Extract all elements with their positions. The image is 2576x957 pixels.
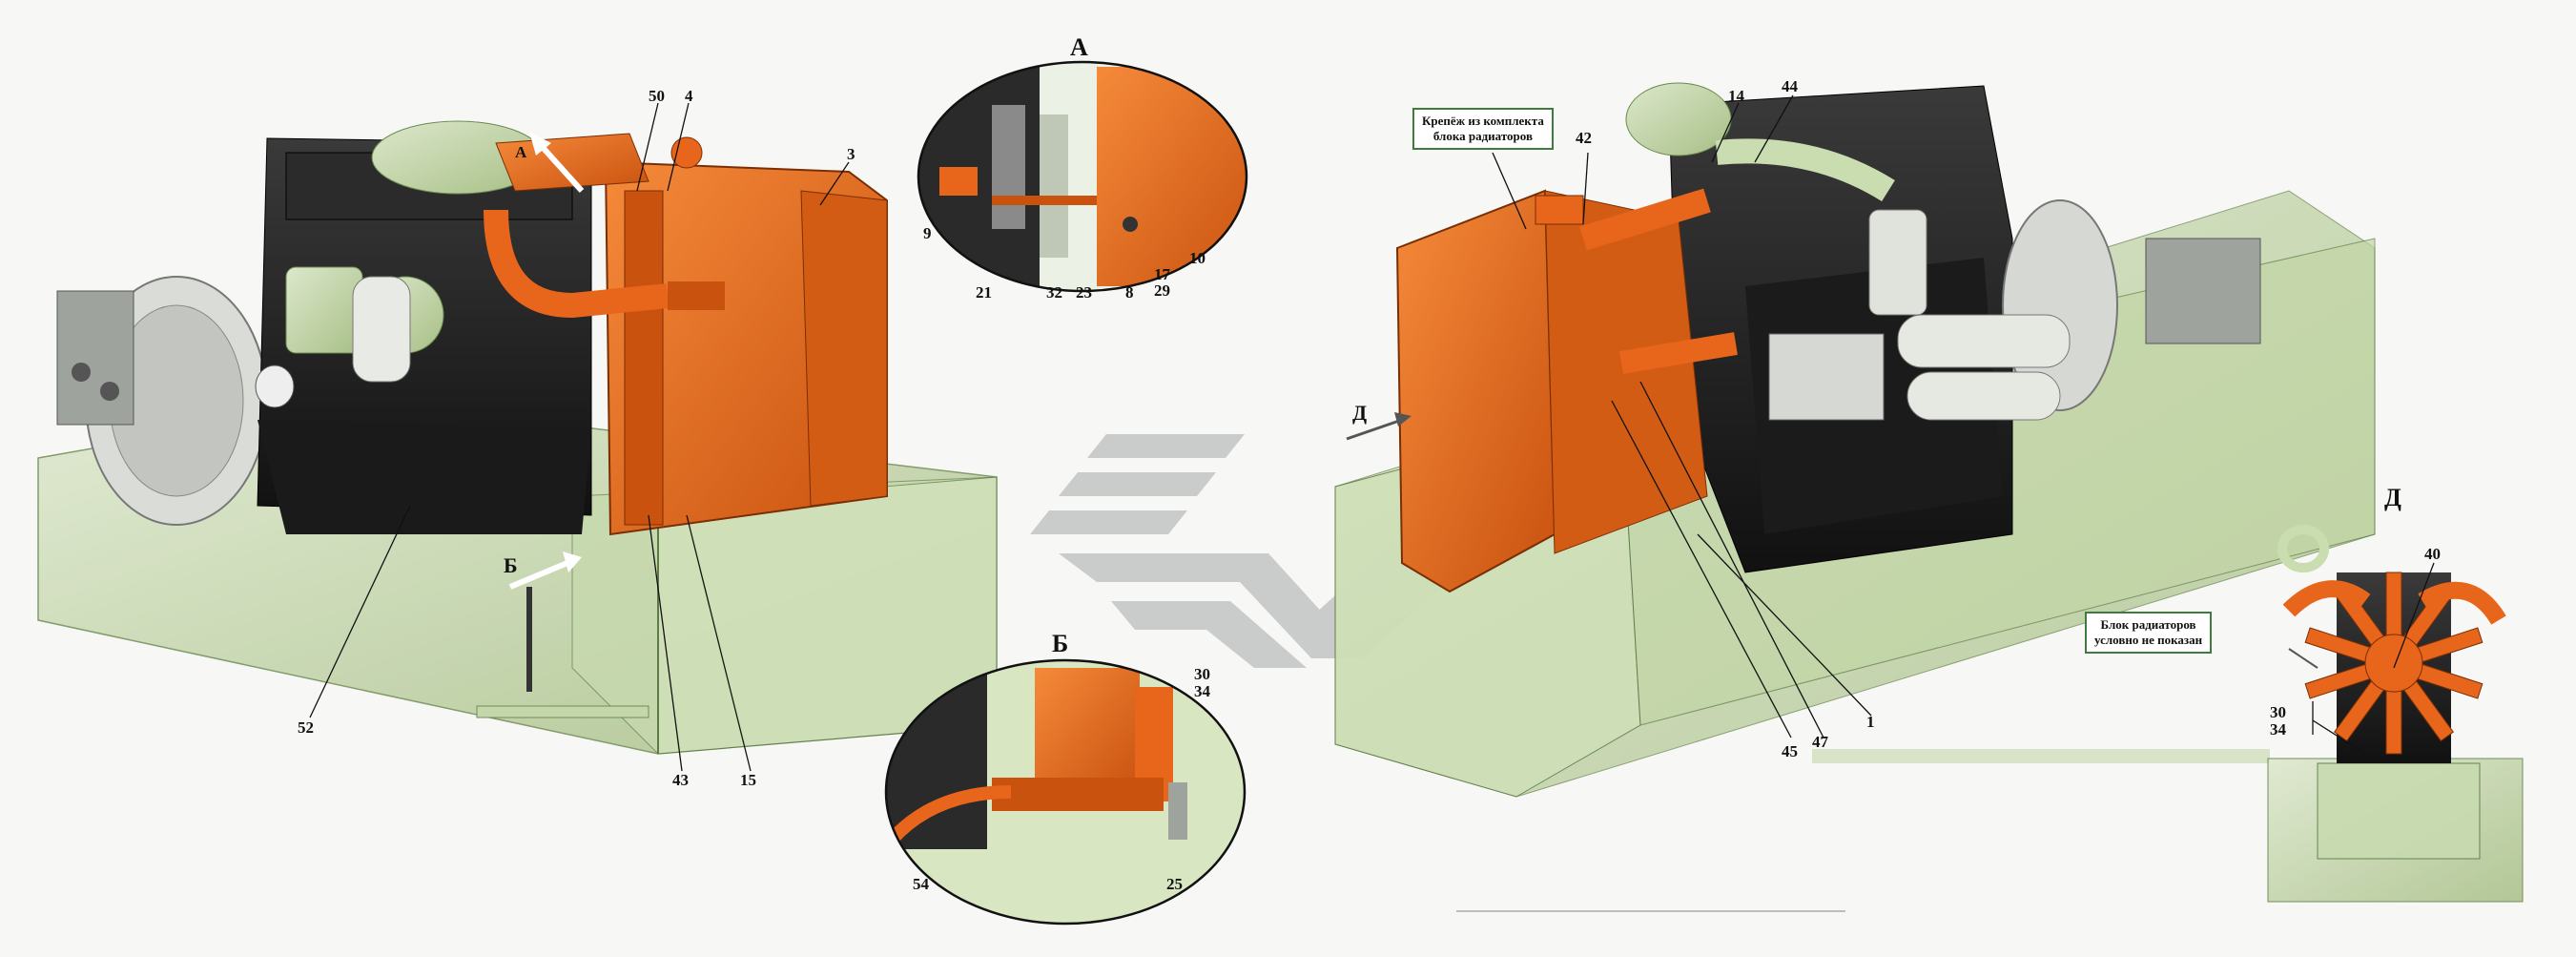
callout-54: 54 [913,875,930,893]
callout-42: 42 [1576,129,1592,147]
callout-29: 29 [1154,281,1170,300]
callout-10: 10 [1189,249,1206,267]
callout-47: 47 [1812,733,1829,751]
callout-44: 44 [1782,77,1799,95]
view-label-d: Д [2384,484,2401,511]
view-d [1812,525,2524,903]
note-radiator-line-2: условно не показан [2094,633,2203,647]
callout-43: 43 [672,771,689,789]
callout-9: 9 [923,224,932,242]
note-mounting-line-2: блока радиаторов [1432,129,1533,143]
callout-4: 4 [685,87,693,105]
callout-3: 3 [847,145,855,163]
marker-a-left: А [515,143,527,161]
callout-30-view-d: 30 [2270,703,2286,721]
note-radiator-not-shown: Блок радиаторов условно не показан [2085,612,2213,654]
note-mounting-hardware: Крепёж из комплекта блока радиаторов [1412,108,1554,150]
left-assembly-view [37,102,998,772]
callout-23: 23 [1076,283,1092,302]
view-label-b: Б [1052,630,1068,657]
note-radiator-line-1: Блок радиаторов [2100,617,2196,632]
callout-25: 25 [1166,875,1183,893]
callout-15: 15 [740,771,756,789]
callout-17: 17 [1154,265,1171,283]
callout-32: 32 [1046,283,1062,302]
callout-50: 50 [649,87,665,105]
right-assembly-view [1334,82,2376,798]
callout-34: 34 [1194,682,1211,700]
callout-14: 14 [1728,87,1745,105]
detail-view-a [917,60,1248,293]
callout-21: 21 [976,283,992,302]
callout-40: 40 [2424,545,2441,563]
callout-52: 52 [298,718,314,737]
callout-34-view-d: 34 [2270,720,2287,739]
callout-1: 1 [1866,713,1875,731]
marker-b-left: Б [504,553,518,577]
view-label-a: А [1070,33,1088,61]
note-mounting-line-1: Крепёж из комплекта [1422,114,1544,128]
callout-30: 30 [1194,665,1210,683]
callout-45: 45 [1782,742,1798,760]
callout-8: 8 [1125,283,1134,302]
marker-d-right: Д [1352,401,1367,425]
